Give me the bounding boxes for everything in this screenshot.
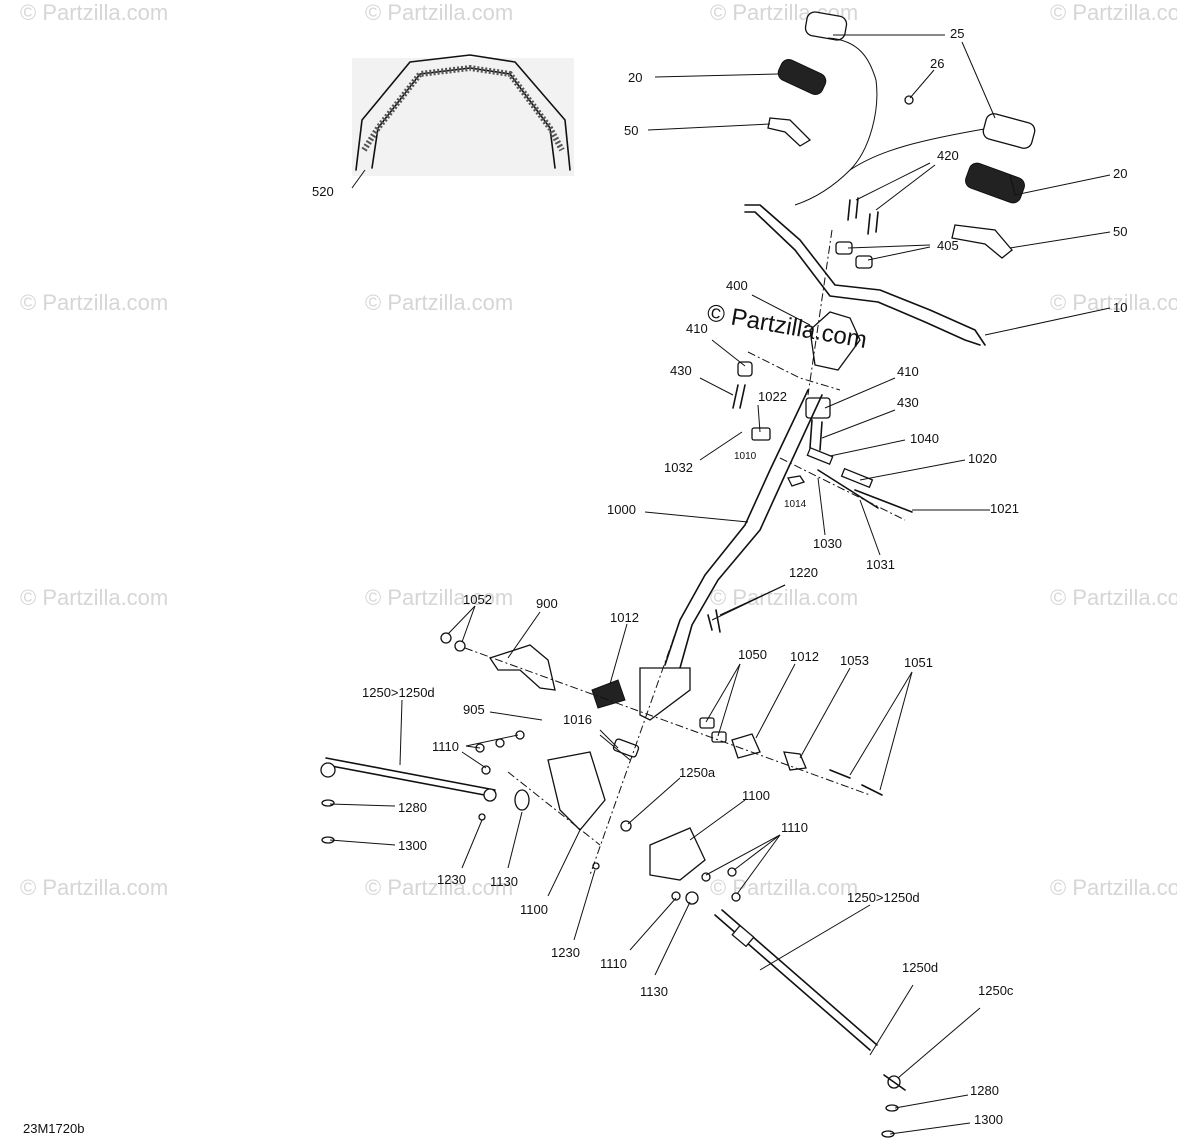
callout-1300: 1300	[974, 1112, 1003, 1127]
center-watermark: © Partzilla.com	[705, 299, 869, 354]
callout-1250a: 1250a	[679, 765, 716, 780]
bumper-inset	[352, 54, 574, 176]
callout-1050: 1050	[738, 647, 767, 662]
callout-1010: 1010	[734, 451, 757, 462]
callout-1014: 1014	[784, 499, 807, 510]
callout-520: 520	[312, 184, 334, 199]
callout-1052: 1052	[463, 592, 492, 607]
callout-1000: 1000	[607, 502, 636, 517]
callout-430: 430	[897, 395, 919, 410]
callout-905: 905	[463, 702, 485, 717]
callout-1022: 1022	[758, 389, 787, 404]
callout-1110: 1110	[600, 956, 627, 971]
watermark-text: © Partzilla.com	[365, 875, 513, 900]
callout-1250-range: 1250>1250d	[362, 685, 435, 700]
callout-1250d: 1250d	[902, 960, 938, 975]
callout-1031: 1031	[866, 557, 895, 572]
callout-1110: 1110	[781, 820, 808, 835]
callout-20: 20	[628, 70, 642, 85]
callout-20: 20	[1113, 166, 1127, 181]
callout-1280: 1280	[970, 1083, 999, 1098]
watermark-text: © Partzilla.com	[20, 0, 168, 25]
callout-1230: 1230	[551, 945, 580, 960]
callout-25: 25	[950, 26, 964, 41]
watermark-text: © Partzilla.com	[365, 0, 513, 25]
watermark-text: © Partzilla.com	[1050, 875, 1177, 900]
callout-410: 410	[897, 364, 919, 379]
callout-1100: 1100	[742, 788, 770, 803]
callout-1100: 1100	[520, 902, 548, 917]
callout-400: 400	[726, 278, 748, 293]
watermark-text: © Partzilla.com	[1050, 290, 1177, 315]
parts-geometry	[320, 11, 1036, 1138]
callout-1012: 1012	[790, 649, 819, 664]
leader-lines	[329, 34, 1111, 1135]
callout-1300: 1300	[398, 838, 427, 853]
callout-1020: 1020	[968, 451, 997, 466]
callout-1012: 1012	[610, 610, 639, 625]
callout-1250-range: 1250>1250d	[847, 890, 920, 905]
callout-10: 10	[1113, 300, 1127, 315]
watermark-text: © Partzilla.com	[365, 585, 513, 610]
callout-50: 50	[1113, 224, 1127, 239]
callout-1230: 1230	[437, 872, 466, 887]
watermark-text: © Partzilla.com	[20, 875, 168, 900]
callout-1130: 1130	[490, 874, 518, 889]
watermark-grid: © Partzilla.com © Partzilla.com © Partzi…	[20, 0, 1177, 900]
callout-1030: 1030	[813, 536, 842, 551]
callout-1220: 1220	[789, 565, 818, 580]
callout-1110: 1110	[432, 739, 459, 754]
callout-1130: 1130	[640, 984, 668, 999]
watermark-text: © Partzilla.com	[1050, 585, 1177, 610]
callout-labels: 25 26 20 20 50 50 10 420 405 400 410 410…	[312, 26, 1127, 1127]
callout-1280: 1280	[398, 800, 427, 815]
callout-1040: 1040	[910, 431, 939, 446]
callout-1021: 1021	[990, 501, 1019, 516]
watermark-text: © Partzilla.com	[20, 290, 168, 315]
callout-1250c: 1250c	[978, 983, 1014, 998]
callout-430: 430	[670, 363, 692, 378]
callout-1032: 1032	[664, 460, 693, 475]
callout-420: 420	[937, 148, 959, 163]
diagram-code: 23M1720b	[23, 1121, 84, 1136]
callout-900: 900	[536, 596, 558, 611]
watermark-text: © Partzilla.com	[710, 585, 858, 610]
watermark-text: © Partzilla.com	[20, 585, 168, 610]
callout-1016: 1016	[563, 712, 592, 727]
callout-1051: 1051	[904, 655, 933, 670]
callout-410: 410	[686, 321, 708, 336]
callout-50: 50	[624, 123, 638, 138]
callout-405: 405	[937, 238, 959, 253]
callout-26: 26	[930, 56, 944, 71]
watermark-text: © Partzilla.com	[1050, 0, 1177, 25]
callout-1053: 1053	[840, 653, 869, 668]
watermark-text: © Partzilla.com	[365, 290, 513, 315]
